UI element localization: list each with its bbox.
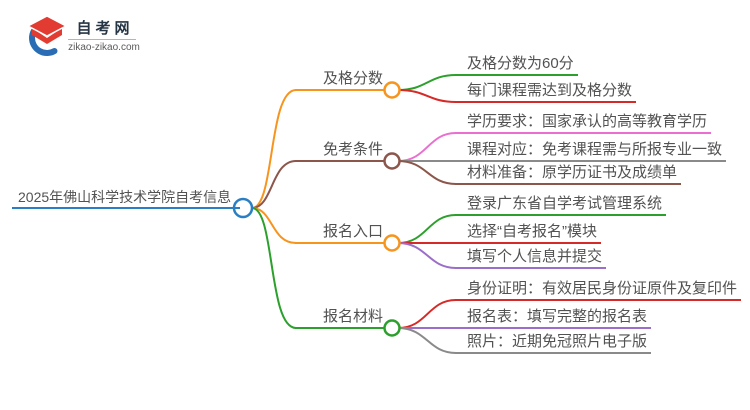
edge-branch3-child2 — [397, 327, 457, 354]
branch-node-registration-materials[interactable]: 报名材料 — [295, 307, 384, 329]
branch-node-handle-1[interactable] — [383, 152, 401, 170]
edge-branch3-child0 — [397, 299, 457, 329]
edge-branch2-child2 — [397, 242, 457, 269]
leaf-node-material-preparation[interactable]: 材料准备：原学历证书及成绩单 — [455, 163, 682, 185]
leaf-node-education-requirement[interactable]: 学历要求：国家承认的高等教育学历 — [455, 112, 712, 134]
site-url: zikao-zikao.com — [68, 42, 140, 53]
edge-branch2-child0 — [397, 214, 457, 244]
leaf-node-passing-score-requirement[interactable]: 每门课程需达到及格分数 — [455, 81, 637, 103]
site-name: 自考网 — [76, 20, 134, 37]
logo-cap-top — [26, 15, 68, 37]
site-logo[interactable]: 自考网 zikao-zikao.com — [24, 12, 144, 60]
branch-node-registration-portal[interactable]: 报名入口 — [295, 222, 384, 244]
edge-root-to-branch-1 — [251, 160, 297, 209]
leaf-node-fill-info-submit[interactable]: 填写个人信息并提交 — [455, 247, 607, 269]
edge-branch1-child2 — [397, 160, 457, 185]
branch-node-exemption-conditions[interactable]: 免考条件 — [295, 140, 384, 162]
branch-node-passing-score[interactable]: 及格分数 — [295, 69, 384, 91]
leaf-node-passing-score-value[interactable]: 及格分数为60分 — [455, 54, 578, 76]
edge-root-to-branch-2 — [251, 207, 297, 244]
edge-branch0-child1 — [397, 89, 457, 103]
logo-cap-base — [32, 28, 62, 44]
branch-node-handle-3[interactable] — [383, 319, 401, 337]
branch-node-handle-2[interactable] — [383, 234, 401, 252]
leaf-node-select-module[interactable]: 选择“自考报名”模块 — [455, 222, 601, 244]
leaf-node-photo[interactable]: 照片：近期免冠照片电子版 — [455, 332, 652, 354]
edge-branch0-child0 — [397, 74, 457, 91]
leaf-node-course-correspondence[interactable]: 课程对应：免考课程需与所报专业一致 — [455, 140, 727, 162]
graduation-cap-logo-icon — [26, 15, 68, 56]
leaf-node-registration-form[interactable]: 报名表：填写完整的报名表 — [455, 307, 652, 329]
leaf-node-identity-proof[interactable]: 身份证明：有效居民身份证原件及复印件 — [455, 279, 742, 301]
branch-node-handle-0[interactable] — [383, 81, 401, 99]
logo-divider — [68, 39, 136, 40]
edge-root-to-branch-3 — [251, 207, 297, 329]
leaf-node-login-system[interactable]: 登录广东省自学考试管理系统 — [455, 194, 667, 216]
edge-branch1-child0 — [397, 132, 457, 162]
edge-root-to-branch-0 — [251, 89, 297, 209]
root-node[interactable]: 2025年佛山科学技术学院自考信息 — [12, 187, 240, 209]
